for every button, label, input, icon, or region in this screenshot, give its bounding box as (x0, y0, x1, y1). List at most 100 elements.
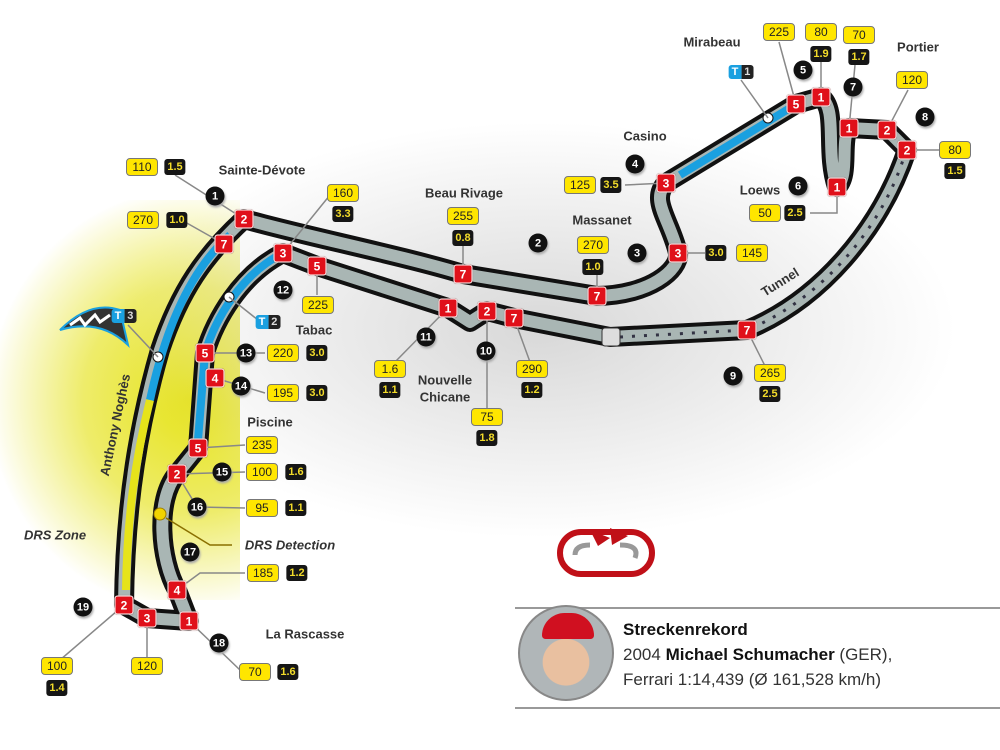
speed-box: 120 (131, 657, 163, 675)
speed-box: 70 (843, 26, 875, 44)
speed-box: 290 (516, 360, 548, 378)
corner-number: 7 (843, 77, 863, 97)
gforce-box: 2.5 (759, 386, 781, 402)
gforce-box: 2.5 (784, 205, 806, 221)
record-title: Streckenrekord (623, 620, 748, 639)
corner-number: 19 (73, 597, 93, 617)
corner-number: 6 (788, 176, 808, 196)
checkered-flag-icon (59, 306, 130, 349)
speed-box: 50 (749, 204, 781, 222)
gear-marker: 1 (811, 87, 831, 107)
corner-number: 10 (476, 341, 496, 361)
speed-box: 270 (127, 211, 159, 229)
corner-number: 2 (528, 233, 548, 253)
gear-marker: 5 (188, 438, 208, 458)
gforce-box: 3.0 (306, 345, 328, 361)
speed-box: 160 (327, 184, 359, 202)
speed-box: 225 (763, 23, 795, 41)
speed-box: 1.6 (374, 360, 406, 378)
camera-icon (601, 327, 621, 347)
drs-straight-highlight (122, 399, 154, 591)
location-casino: Casino (623, 128, 667, 144)
gforce-box: 3.3 (332, 206, 354, 222)
gforce-box: 3.0 (306, 385, 328, 401)
gear-marker: 1 (827, 177, 847, 197)
speed-box: 75 (471, 408, 503, 426)
gforce-box: 1.5 (164, 159, 186, 175)
lap-record-panel: Streckenrekord 2004 Michael Schumacher (… (515, 605, 1000, 709)
gforce-box: 1.0 (582, 259, 604, 275)
location-la-rascasse: La Rascasse (265, 626, 345, 642)
speed-box: 220 (267, 344, 299, 362)
location-beau-rivage: Beau Rivage (424, 185, 504, 201)
gforce-box: 1.4 (46, 680, 68, 696)
gear-marker: 5 (195, 343, 215, 363)
lap-logo-icon (557, 528, 655, 577)
corner-number: 4 (625, 154, 645, 174)
corner-number: 8 (915, 107, 935, 127)
speed-box: 235 (246, 436, 278, 454)
speed-box: 225 (302, 296, 334, 314)
speed-box: 125 (564, 176, 596, 194)
speed-box: 120 (896, 71, 928, 89)
speed-box: 255 (447, 207, 479, 225)
speed-box: 185 (247, 564, 279, 582)
gforce-box: 1.7 (848, 49, 870, 65)
gforce-box: 1.2 (521, 382, 543, 398)
tunnel-dashes (619, 159, 905, 339)
corner-number: 1 (205, 186, 225, 206)
gear-marker: 5 (786, 94, 806, 114)
timing-number: 1 (741, 65, 754, 79)
drs-detection-label: DRS Detection (244, 537, 336, 553)
gear-marker: 7 (737, 320, 757, 340)
timing-letter: T (728, 65, 742, 79)
gear-marker: 2 (234, 209, 254, 229)
gear-marker: 7 (214, 234, 234, 254)
gear-marker: 5 (307, 256, 327, 276)
gear-marker: 1 (438, 298, 458, 318)
leader-lines (59, 41, 940, 671)
location-massanet: Massanet (572, 212, 632, 228)
speed-box: 195 (267, 384, 299, 402)
drs-zone-label: DRS Zone (23, 527, 87, 543)
corner-number: 11 (416, 327, 436, 347)
location-sainte-devote: Sainte-Dévote (218, 162, 306, 178)
gforce-box: 1.1 (285, 500, 307, 516)
gforce-box: 1.1 (379, 382, 401, 398)
corner-number: 17 (180, 542, 200, 562)
location-portier: Portier (897, 39, 939, 55)
gforce-box: 1.6 (277, 664, 299, 680)
timing-number: 3 (124, 309, 137, 323)
gear-marker: 1 (839, 118, 859, 138)
timing-number: 2 (268, 315, 281, 329)
record-team: Ferrari (623, 670, 674, 689)
record-nation: (GER), (839, 645, 893, 664)
location-nouvelle-chicane-line1: Nouvelle (417, 372, 473, 388)
gforce-box: 0.8 (452, 230, 474, 246)
gear-marker: 3 (137, 608, 157, 628)
gforce-box: 1.0 (166, 212, 188, 228)
gear-marker: 2 (897, 140, 917, 160)
timing-letter: T (255, 315, 269, 329)
corner-number: 16 (187, 497, 207, 517)
corner-number: 15 (212, 462, 232, 482)
corner-number: 12 (273, 280, 293, 300)
speed-box: 110 (126, 158, 158, 176)
driver-photo (518, 605, 614, 701)
speed-box: 80 (805, 23, 837, 41)
gear-marker: 7 (504, 308, 524, 328)
record-year: 2004 (623, 645, 661, 664)
gear-marker: 2 (877, 120, 897, 140)
location-piscine: Piscine (247, 414, 293, 430)
location-tabac: Tabac (295, 322, 333, 338)
corner-number: 13 (236, 343, 256, 363)
gear-marker: 1 (179, 611, 199, 631)
speed-box: 265 (754, 364, 786, 382)
gear-marker: 4 (205, 368, 225, 388)
gear-marker: 3 (668, 243, 688, 263)
speed-box: 80 (939, 141, 971, 159)
